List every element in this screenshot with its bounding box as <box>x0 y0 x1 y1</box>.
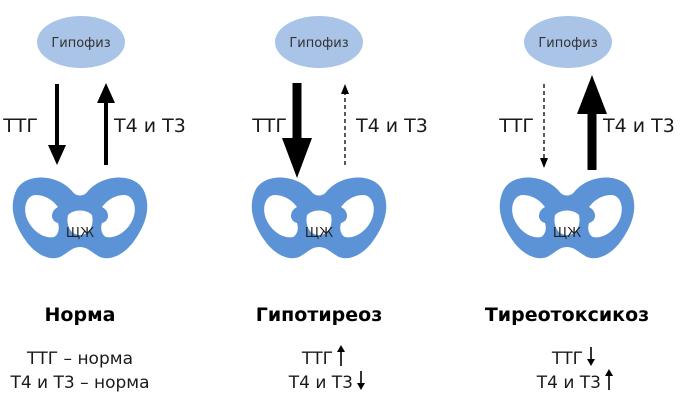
thyroid-gland-icon <box>499 177 635 259</box>
panel-norm: Гипофиз ТТГ Т4 и Т3 ЩЖ Норма ТТГ – норма… <box>2 16 186 393</box>
panel-title: Гипотиреоз <box>256 304 383 326</box>
status-line-tsh: ТТГ – норма <box>26 349 133 369</box>
trend-up-icon <box>337 345 345 366</box>
pituitary-ellipse-icon <box>275 16 363 68</box>
t4t3-arrow-up-bold-icon <box>577 75 607 170</box>
status-line-tsh: ТТГ <box>551 349 583 369</box>
tsh-arrow-down-bold-icon <box>282 83 312 178</box>
thyroid-label: ЩЖ <box>66 226 94 241</box>
thyroid-gland-icon <box>12 177 148 259</box>
thyroid-label: ЩЖ <box>553 226 581 241</box>
panel-thyrotoxicosis: Гипофиз ТТГ Т4 и Т3 ЩЖ Тиреотоксикоз ТТГ… <box>485 16 675 393</box>
t4t3-label: Т4 и Т3 <box>602 115 675 137</box>
panel-title: Норма <box>45 304 116 326</box>
tsh-label: ТТГ <box>2 115 38 137</box>
pituitary-ellipse-icon <box>524 16 612 68</box>
status-line-tsh: ТТГ <box>301 349 333 369</box>
tsh-label: ТТГ <box>498 115 534 137</box>
panel-title: Тиреотоксикоз <box>485 304 649 326</box>
tsh-arrow-down-dashed-icon <box>540 84 548 168</box>
pituitary-ellipse-icon <box>37 16 125 68</box>
status-line-t4t3: Т4 и Т3 <box>536 373 601 393</box>
pituitary-label: Гипофиз <box>51 36 110 51</box>
status-line-t4t3: Т4 и Т3 – норма <box>9 373 149 393</box>
tsh-arrow-down-icon <box>48 84 66 165</box>
trend-down-icon <box>357 371 365 390</box>
thyroid-label: ЩЖ <box>305 226 333 241</box>
t4t3-label: Т4 и Т3 <box>113 115 186 137</box>
pituitary-label: Гипофиз <box>289 36 348 51</box>
panel-hypothyroidism: Гипофиз ТТГ Т4 и Т3 ЩЖ Гипотиреоз ТТГ Т4… <box>251 16 428 393</box>
t4t3-arrow-up-dashed-icon <box>341 84 349 165</box>
trend-down-icon <box>587 347 595 366</box>
thyroid-gland-icon <box>251 177 387 259</box>
tsh-label: ТТГ <box>251 115 287 137</box>
t4t3-arrow-up-icon <box>97 83 115 165</box>
status-line-t4t3: Т4 и Т3 <box>288 373 353 393</box>
trend-up-icon <box>605 369 613 390</box>
pituitary-label: Гипофиз <box>538 36 597 51</box>
t4t3-label: Т4 и Т3 <box>355 115 428 137</box>
